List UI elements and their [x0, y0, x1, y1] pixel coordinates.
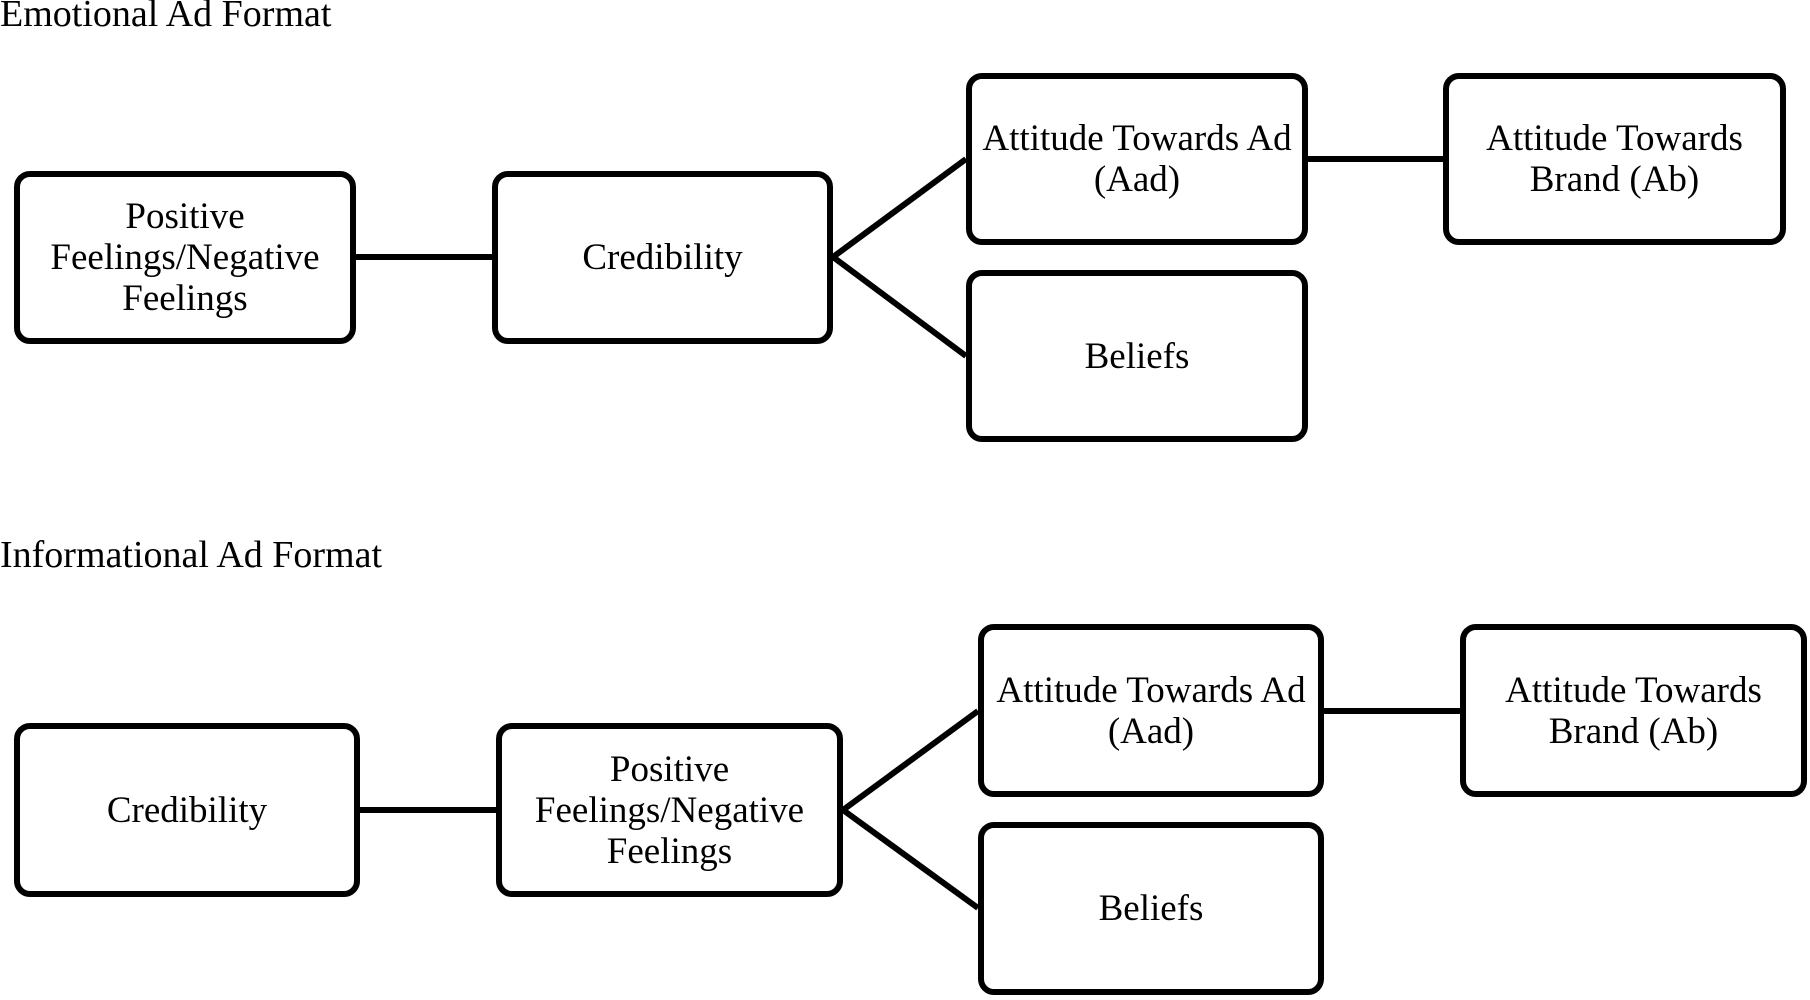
edge-emotional-credibility-beliefs [831, 254, 968, 359]
emotional-node-credibility: Credibility [492, 171, 833, 344]
emotional-node-beliefs: Beliefs [966, 270, 1308, 442]
informational-node-credibility: Credibility [14, 723, 360, 897]
emotional-node-attitude-ad: Attitude Towards Ad (Aad) [966, 73, 1308, 245]
informational-node-attitude-ad: Attitude Towards Ad (Aad) [978, 624, 1324, 797]
emotional-node-attitude-brand: Attitude Towards Brand (Ab) [1443, 73, 1786, 245]
informational-node-beliefs: Beliefs [978, 822, 1324, 995]
informational-node-attitude-brand: Attitude Towards Brand (Ab) [1460, 624, 1807, 797]
edge-informational-feelings-aad [841, 708, 980, 813]
emotional-format-title: Emotional Ad Format [0, 0, 332, 35]
edge-emotional-credibility-aad [831, 156, 968, 260]
informational-node-feelings: Positive Feelings/Negative Feelings [496, 723, 843, 897]
edge-informational-feelings-beliefs [841, 807, 980, 911]
emotional-node-feelings: Positive Feelings/Negative Feelings [14, 171, 356, 344]
informational-format-title: Informational Ad Format [0, 534, 383, 576]
